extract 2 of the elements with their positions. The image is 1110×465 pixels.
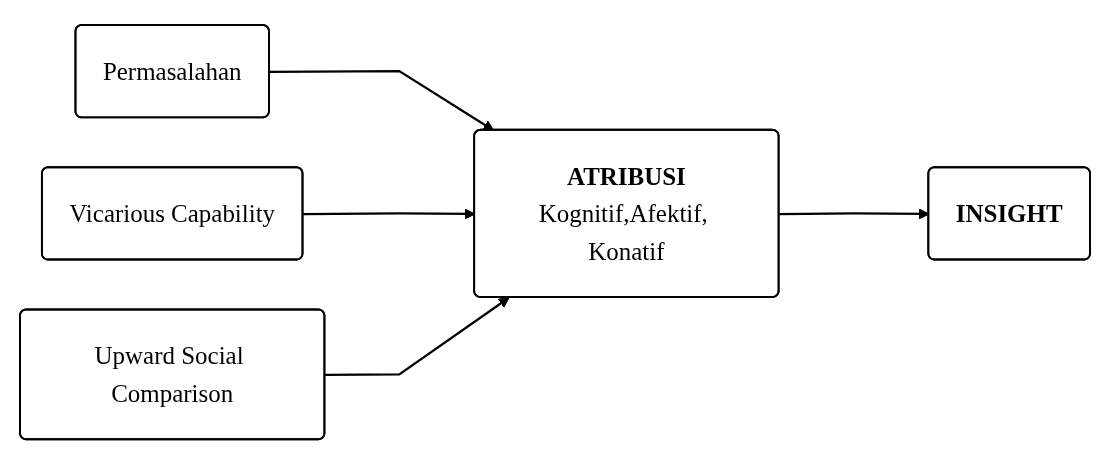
arrow [325, 297, 510, 377]
arrow [269, 70, 495, 132]
